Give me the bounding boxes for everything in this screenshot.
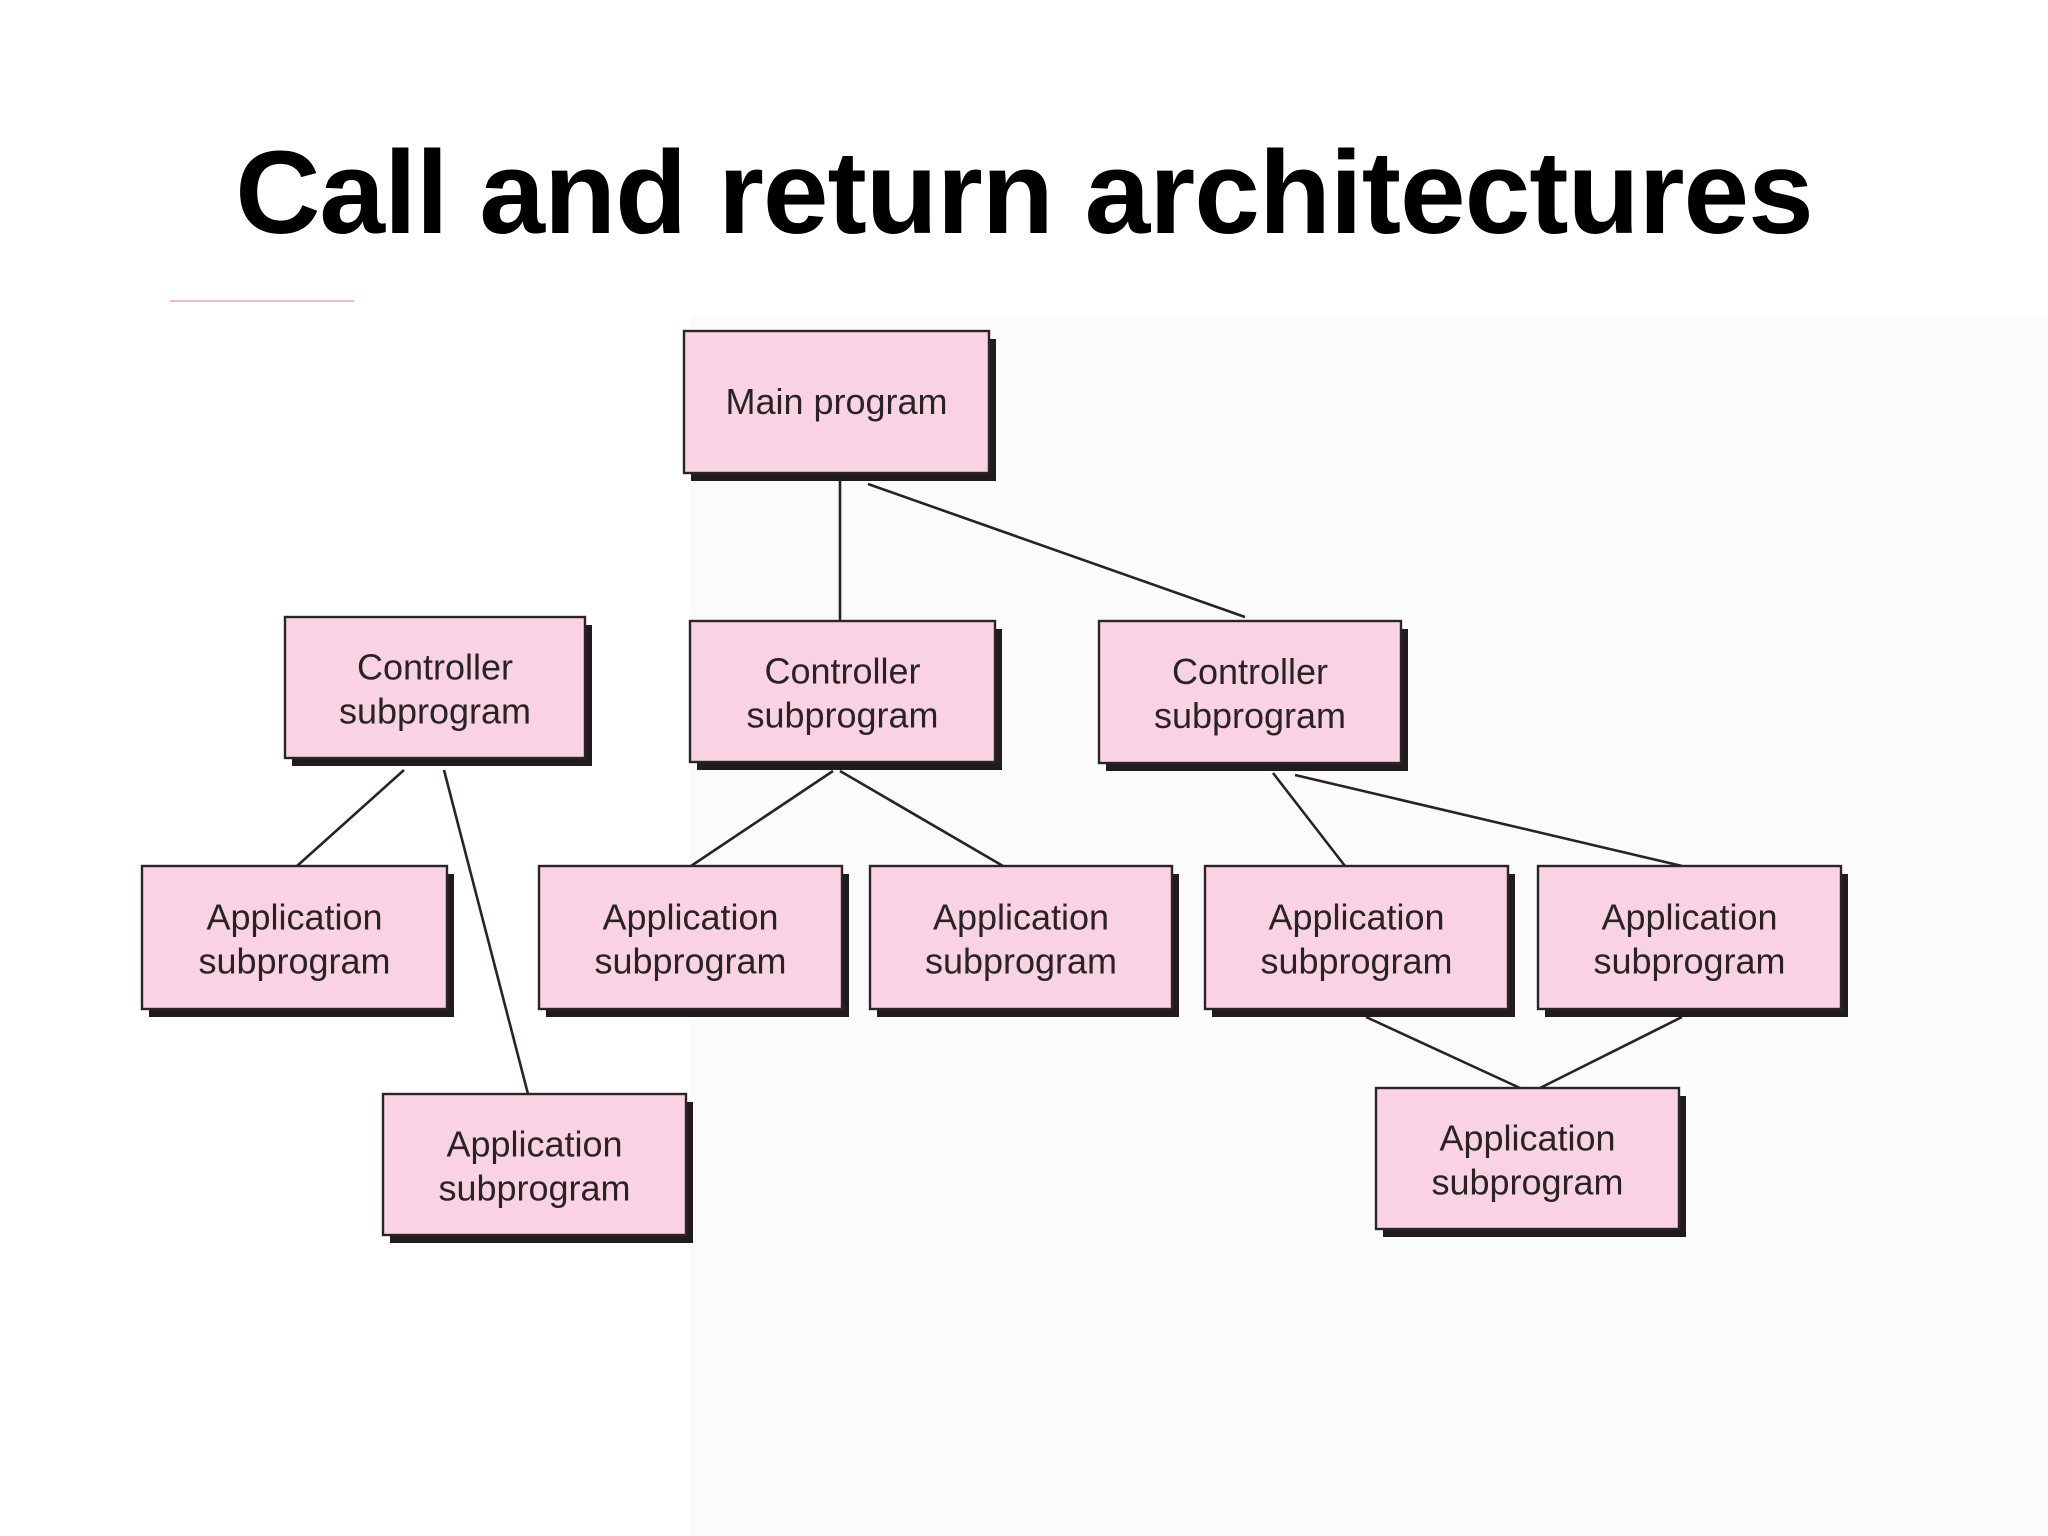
main-program-node: Main program (682, 329, 996, 481)
node-box (140, 864, 449, 1011)
connector-app-4-to-app-7 (1365, 1015, 1521, 1090)
node-label-line2: subprogram (1260, 941, 1452, 982)
node-box (1374, 1086, 1681, 1231)
node-box (682, 329, 991, 475)
node-label-line1: Application (602, 897, 778, 938)
connector-ctrl-right-to-app-5 (1294, 773, 1683, 868)
node-label-line2: subprogram (339, 691, 531, 732)
node-label-line1: Application (933, 897, 1109, 938)
node-label-line2: subprogram (1593, 941, 1785, 982)
slide-title: Call and return architectures (235, 127, 1814, 259)
connector-main-to-ctrl-right (867, 482, 1246, 619)
node-box (283, 615, 587, 760)
node-label-line1: Application (1439, 1118, 1615, 1159)
node-label-line1: Application (1601, 897, 1777, 938)
node-box (537, 864, 844, 1011)
node-box (381, 1092, 688, 1237)
node-box (1536, 864, 1843, 1011)
node-label-line2: subprogram (438, 1168, 630, 1209)
connector-ctrl-left-to-app-1 (296, 769, 405, 867)
node-label-line2: subprogram (1431, 1162, 1623, 1203)
connector-ctrl-middle-to-app-2 (690, 769, 834, 868)
connector-ctrl-right-to-app-4 (1271, 772, 1347, 867)
node-label-line2: subprogram (1154, 695, 1346, 736)
node-label-line1: Main program (725, 381, 947, 422)
node-label-line1: Controller (1172, 651, 1328, 692)
node-box (868, 864, 1174, 1011)
node-label-line2: subprogram (925, 941, 1117, 982)
node-label-line2: subprogram (198, 941, 390, 982)
connector-ctrl-middle-to-app-3 (839, 769, 1004, 868)
node-layer: Main programControllersubprogramControll… (140, 329, 1848, 1243)
node-label-line1: Controller (764, 651, 920, 692)
node-label-line1: Application (206, 897, 382, 938)
node-label-line1: Application (1268, 897, 1444, 938)
node-label-line1: Controller (357, 647, 513, 688)
node-label-line1: Application (446, 1124, 622, 1165)
node-label-line2: subprogram (594, 941, 786, 982)
node-box (688, 619, 997, 764)
connector-app-5-to-app-7 (1539, 1015, 1683, 1090)
node-box (1097, 619, 1403, 765)
connector-ctrl-left-to-app-6 (442, 769, 530, 1095)
title-accent-rule (170, 300, 354, 302)
node-box (1203, 864, 1510, 1011)
node-label-line2: subprogram (746, 695, 938, 736)
connector-layer (296, 481, 1683, 1095)
